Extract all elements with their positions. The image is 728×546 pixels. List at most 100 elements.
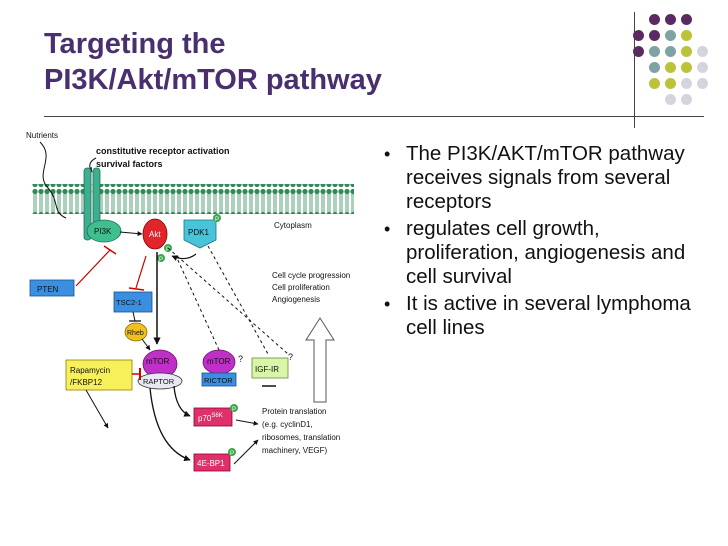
decor-dot xyxy=(665,14,676,25)
label-question-1: ? xyxy=(238,354,243,364)
label-p70-main: p70 xyxy=(198,414,212,423)
label-akt: Akt xyxy=(149,230,161,239)
label-p: P xyxy=(232,407,236,413)
arrow-rheb-mtor xyxy=(141,338,151,351)
arrow-mtor-p70 xyxy=(173,385,191,417)
feedback-dashed-1 xyxy=(167,247,289,355)
decor-dot xyxy=(665,62,676,73)
decor-dot xyxy=(649,62,660,73)
label-igf: IGF-IR xyxy=(255,365,279,374)
label-pi3k: PI3K xyxy=(94,227,112,236)
label-mtor: mTOR xyxy=(146,357,170,366)
decor-dot xyxy=(665,30,676,41)
label-cell-proliferation: Cell proliferation xyxy=(272,283,330,292)
decor-dot xyxy=(649,46,660,57)
label-mtor-2: mTOR xyxy=(207,357,231,366)
arrow-4ebp1-right xyxy=(233,439,259,465)
upward-outcome-arrow xyxy=(305,317,335,403)
label-p70: p70S6K xyxy=(198,413,223,423)
arrow-rapamycin-down xyxy=(85,389,109,429)
inhibit-akt-tsc xyxy=(135,255,147,289)
decor-dot xyxy=(681,94,692,105)
label-cytoplasm: Cytoplasm xyxy=(274,221,312,230)
label-pdk1: PDK1 xyxy=(188,228,209,237)
label-rictor: RICTOR xyxy=(204,376,233,385)
label-p70-sup: S6K xyxy=(211,413,222,419)
decor-dot xyxy=(665,46,676,57)
label-nutrients: Nutrients xyxy=(26,131,58,140)
bullet-text: It is active in several lymphoma cell li… xyxy=(406,292,691,339)
node-pi3k xyxy=(86,219,122,243)
label-protein-translation: Protein translation xyxy=(262,407,326,416)
label-angiogenesis: Angiogenesis xyxy=(272,295,320,304)
label-p: P xyxy=(166,247,170,253)
label-rheb: Rheb xyxy=(127,330,144,337)
decor-dot xyxy=(649,30,660,41)
label-raptor: RAPTOR xyxy=(143,377,175,386)
label-fkbp12: /FKBP12 xyxy=(70,378,103,387)
label-p: P xyxy=(230,451,234,457)
node-raptor xyxy=(137,372,183,390)
feedback-dashed-3 xyxy=(175,255,220,351)
inhibit-bar-pten xyxy=(103,245,117,255)
label-survival-factors: survival factors xyxy=(96,159,163,169)
nutrients-curve xyxy=(39,141,67,219)
node-pten xyxy=(29,279,75,297)
label-rapamycin: Rapamycin xyxy=(70,366,110,375)
node-4ebp1 xyxy=(193,453,231,472)
node-rheb xyxy=(124,322,148,342)
slide-title: Targeting the PI3K/Akt/mTOR pathway xyxy=(44,26,604,98)
node-p70 xyxy=(193,407,233,427)
inhibit-pten-pi3k xyxy=(75,249,111,287)
bullet-text: The PI3K/AKT/mTOR pathway receives signa… xyxy=(406,142,685,213)
label-pt-examples-2: ribosomes, translation xyxy=(262,433,340,442)
ebp-phospho xyxy=(228,448,236,456)
node-rapamycin xyxy=(65,359,133,391)
label-p: P xyxy=(159,257,163,263)
decor-dot xyxy=(697,78,708,89)
bullet-item: • The PI3K/AKT/mTOR pathway receives sig… xyxy=(384,142,714,214)
label-pten: PTEN xyxy=(37,285,59,294)
decor-dot xyxy=(697,62,708,73)
bullet-item: • It is active in several lymphoma cell … xyxy=(384,292,714,340)
bullet-glyph: • xyxy=(384,294,391,314)
decor-vertical-rule xyxy=(634,12,635,128)
arrow-mtor-4ebp1 xyxy=(149,387,191,462)
bullet-item: • regulates cell growth, proliferation, … xyxy=(384,217,714,289)
decor-dot xyxy=(681,30,692,41)
arrow-pdk1-akt xyxy=(171,253,197,261)
decor-dot xyxy=(681,62,692,73)
label-p: P xyxy=(215,217,219,223)
title-line-2: PI3K/Akt/mTOR pathway xyxy=(44,64,382,96)
decor-dot xyxy=(697,46,708,57)
decor-dot xyxy=(633,30,644,41)
inhibit-bar-tsc xyxy=(128,287,145,291)
label-4ebp1: 4E-BP1 xyxy=(197,459,225,468)
decor-dot xyxy=(665,94,676,105)
feedback-dashed-2 xyxy=(207,245,269,355)
decor-dot xyxy=(681,14,692,25)
node-pdk1 xyxy=(183,219,217,249)
cell-membrane xyxy=(32,184,354,214)
bullet-list: • The PI3K/AKT/mTOR pathway receives sig… xyxy=(384,142,714,343)
bullet-glyph: • xyxy=(384,144,391,164)
node-igf xyxy=(251,357,289,379)
node-akt xyxy=(142,218,168,250)
decor-dot xyxy=(681,78,692,89)
pdk1-phospho xyxy=(213,214,221,222)
arrow-pi3k-akt xyxy=(119,231,143,237)
akt-phospho-2 xyxy=(157,254,165,262)
receptor-left xyxy=(83,167,92,241)
label-pt-examples-1: (e.g. cyclinD1, xyxy=(262,420,313,429)
label-pt-examples-3: machinery, VEGF) xyxy=(262,446,328,455)
decor-dot xyxy=(649,78,660,89)
decor-dot xyxy=(649,14,660,25)
decor-dot xyxy=(681,46,692,57)
p70-phospho xyxy=(230,404,238,412)
title-line-1: Targeting the xyxy=(44,28,226,60)
decor-dot xyxy=(633,46,644,57)
label-question-2: ? xyxy=(288,352,293,362)
decor-horizontal-rule xyxy=(44,116,704,117)
inhibit-tsc-rheb xyxy=(132,311,136,322)
